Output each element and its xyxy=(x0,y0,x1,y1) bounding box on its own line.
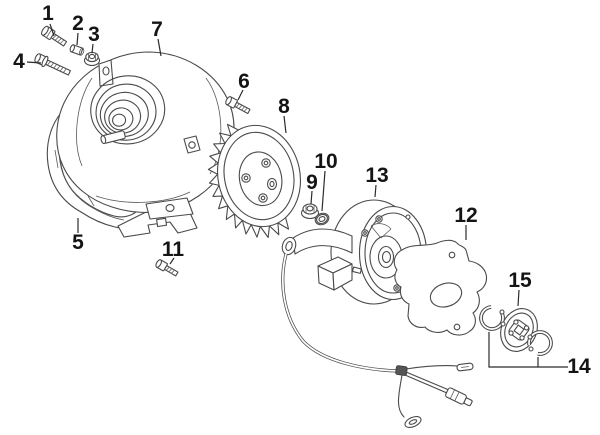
part-label-11: 11 xyxy=(162,238,185,261)
wire-harness xyxy=(281,228,474,428)
part-label-2: 2 xyxy=(72,12,84,35)
part-label-14: 14 xyxy=(567,355,591,378)
part-6-screw xyxy=(225,96,251,115)
part-label-8: 8 xyxy=(278,95,290,118)
part-label-10: 10 xyxy=(314,150,337,173)
harness-junction xyxy=(395,365,408,376)
circlip-right xyxy=(527,330,553,356)
spade-terminal xyxy=(456,362,474,372)
part-label-9: 9 xyxy=(306,171,318,194)
fan-grommets xyxy=(241,158,271,203)
part-12-stator-plate xyxy=(393,239,488,336)
part-label-3: 3 xyxy=(88,23,100,46)
part-label-6: 6 xyxy=(238,70,250,93)
part-label-12: 12 xyxy=(454,204,477,227)
fan-cover-vortex xyxy=(90,75,166,145)
part-10-washer xyxy=(314,212,330,226)
part-label-5: 5 xyxy=(72,231,84,254)
part-11-screw xyxy=(155,259,179,277)
part-label-13: 13 xyxy=(365,164,388,187)
part-1-bolt xyxy=(41,25,68,47)
fan-cover-peg xyxy=(100,130,126,145)
leader-lines xyxy=(26,23,568,368)
part-labels: 1 2 3 4 5 6 7 8 9 10 11 12 13 14 15 xyxy=(13,2,591,378)
ring-terminal xyxy=(404,416,422,428)
part-label-1: 1 xyxy=(42,2,54,25)
part-2-spacer xyxy=(69,44,85,56)
part-8-fan-wheel xyxy=(207,123,302,239)
circlip-left xyxy=(479,305,506,331)
part-label-4: 4 xyxy=(13,50,25,73)
part-7-fan-cover xyxy=(56,51,235,220)
part-label-7: 7 xyxy=(151,18,163,41)
part-14-circlips xyxy=(479,305,553,356)
part-label-15: 15 xyxy=(508,269,532,292)
flywheel-connector-block xyxy=(317,256,353,291)
part-4-bolt xyxy=(34,53,71,76)
bullet-connector xyxy=(445,387,473,407)
part-3-nut xyxy=(83,51,101,67)
part-9-nut xyxy=(300,203,320,220)
